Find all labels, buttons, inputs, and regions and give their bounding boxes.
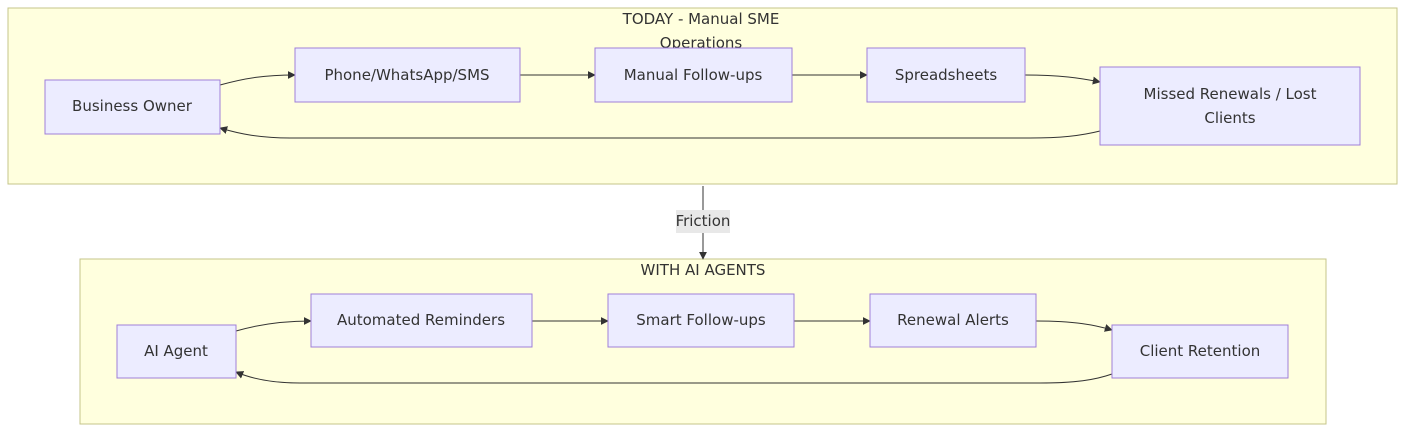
- node-ai-agent-label: AI Agent: [144, 342, 208, 360]
- edge-agent-to-reminders: [235, 317, 312, 332]
- node-client-retention: Client Retention: [1111, 324, 1289, 379]
- node-missed-renewals-label-line1: Missed Renewals / Lost: [1144, 85, 1317, 103]
- node-smart-followups: Smart Follow-ups: [607, 293, 795, 348]
- edge-missed-to-owner: [219, 126, 1101, 139]
- group-ai-agents-title: WITH AI AGENTS: [641, 261, 766, 279]
- edge-owner-to-phone: [219, 71, 296, 86]
- node-client-retention-label: Client Retention: [1140, 342, 1261, 360]
- node-phone-whatsapp-sms: Phone/WhatsApp/SMS: [294, 47, 521, 103]
- node-spreadsheets-label: Spreadsheets: [895, 66, 997, 84]
- node-renewal-alerts-label: Renewal Alerts: [897, 311, 1009, 329]
- edge-friction-label-bg: [676, 210, 730, 233]
- node-missed-renewals: Missed Renewals / Lost Clients: [1099, 66, 1361, 146]
- node-manual-followups-label: Manual Follow-ups: [624, 66, 763, 84]
- edge-friction-label: Friction: [676, 212, 731, 230]
- node-spreadsheets: Spreadsheets: [866, 47, 1026, 103]
- edge-renewal-to-retention: [1035, 320, 1113, 332]
- node-phone-whatsapp-sms-label: Phone/WhatsApp/SMS: [324, 66, 489, 84]
- group-today-title-line1: TODAY - Manual SME: [622, 10, 780, 28]
- node-smart-followups-label: Smart Follow-ups: [636, 311, 766, 329]
- edge-retention-to-agent: [235, 371, 1113, 384]
- node-missed-renewals-label-line2: Clients: [1204, 109, 1255, 127]
- node-automated-reminders-label: Automated Reminders: [337, 311, 505, 329]
- node-automated-reminders: Automated Reminders: [310, 293, 533, 348]
- edge-spreadsheets-to-missed: [1024, 74, 1101, 85]
- node-manual-followups: Manual Follow-ups: [594, 47, 793, 103]
- node-business-owner: Business Owner: [44, 79, 221, 135]
- node-renewal-alerts: Renewal Alerts: [869, 293, 1037, 348]
- node-business-owner-label: Business Owner: [72, 97, 193, 115]
- node-ai-agent: AI Agent: [116, 324, 237, 379]
